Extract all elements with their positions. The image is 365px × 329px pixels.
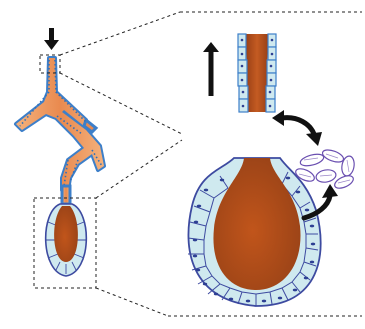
small-bulb-stalk (62, 186, 70, 204)
arrow-tube-to-cells (282, 118, 314, 134)
tube-lumen (246, 34, 268, 112)
terminal-end-bud (188, 158, 321, 306)
ductal-tree (16, 58, 104, 276)
down-arrow-icon (44, 28, 59, 50)
tube-wall-left (238, 34, 248, 112)
small-bulb-lumen (54, 206, 78, 262)
tube-wall-right (266, 34, 276, 112)
duct-tube-segment (238, 34, 276, 112)
up-arrow-icon (203, 42, 219, 96)
